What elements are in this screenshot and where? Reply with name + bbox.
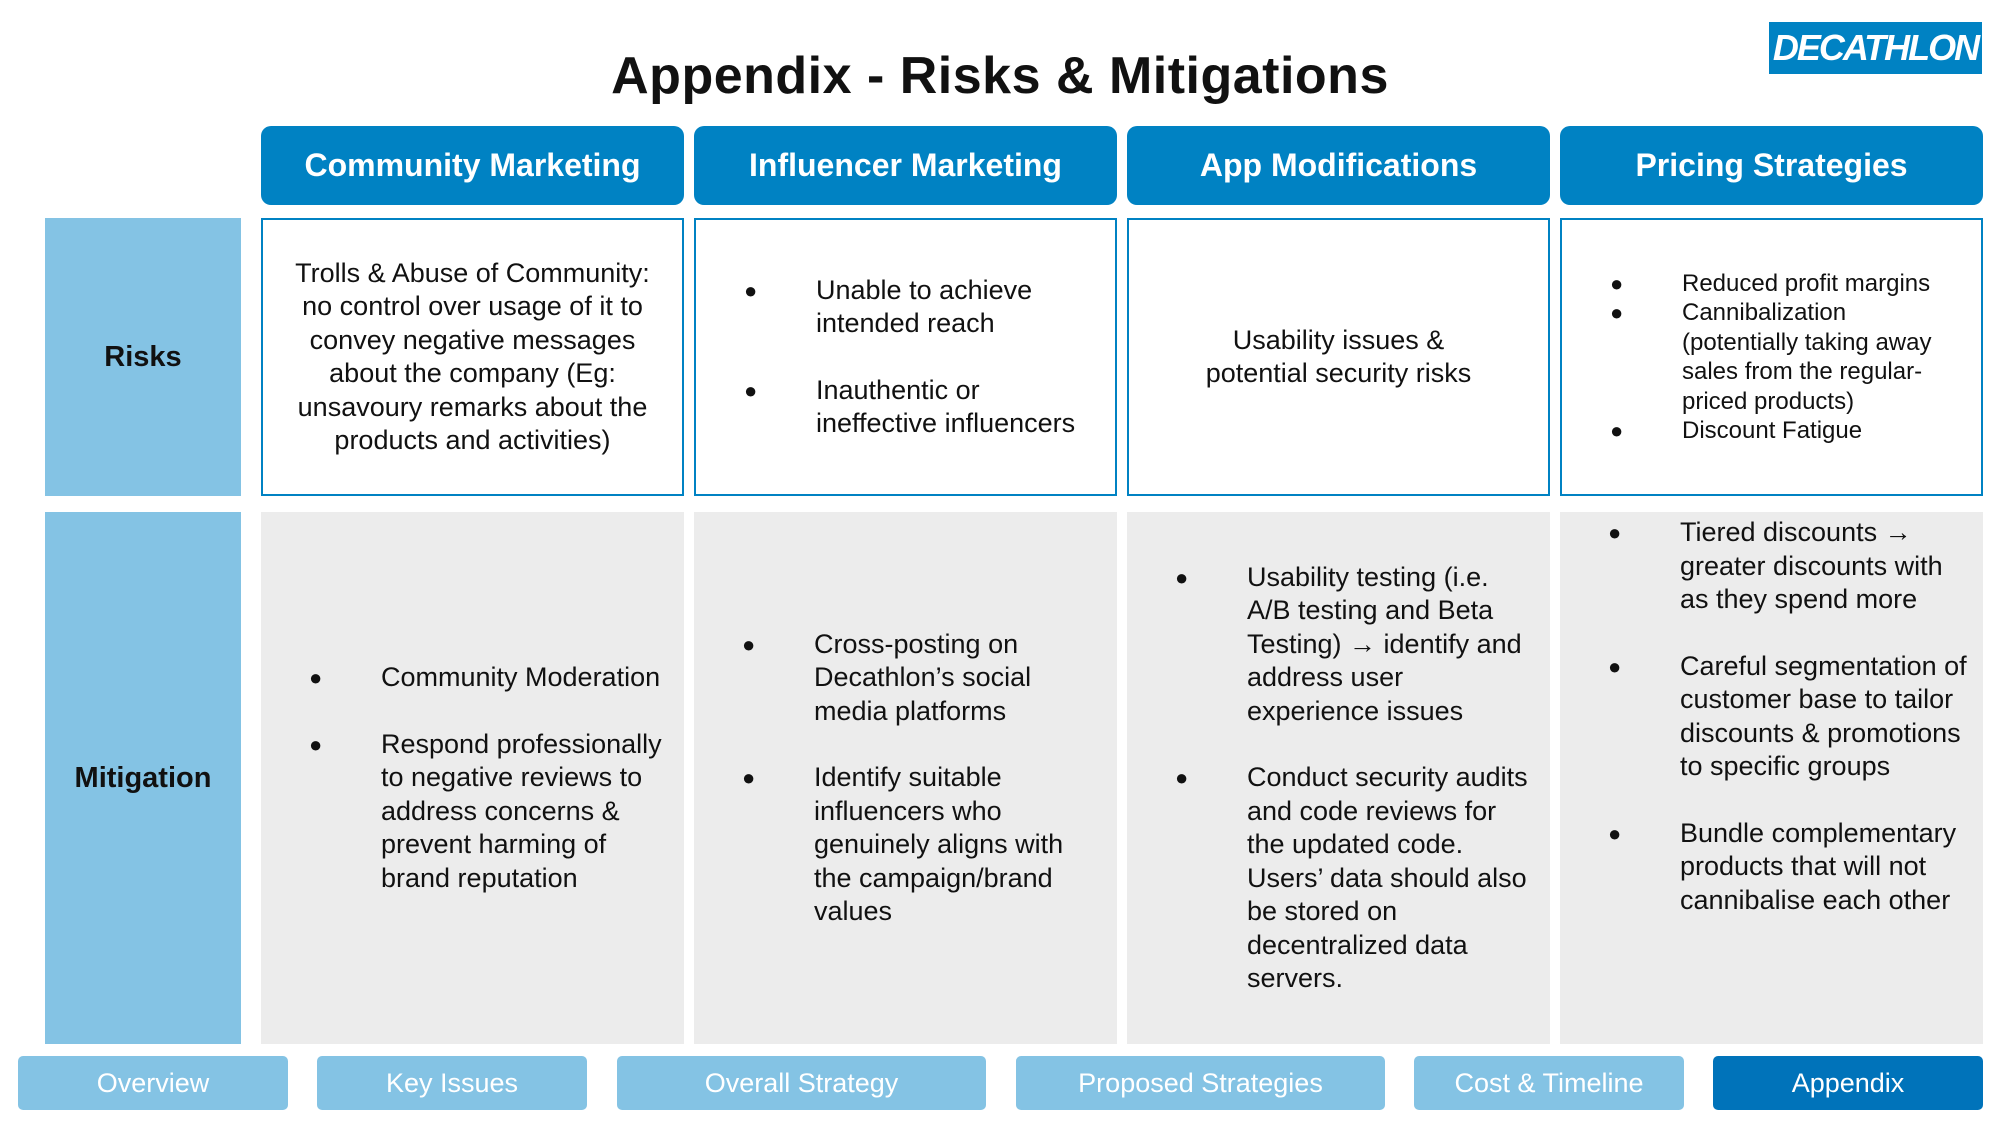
- risk-cell-influencer: ●Unable to achieve intended reach ●Inaut…: [694, 218, 1117, 496]
- row-label-risks: Risks: [45, 218, 241, 496]
- bullet-icon: ●: [742, 765, 756, 790]
- list-item: ●Usability testing (i.e. A/B testing and…: [1175, 561, 1522, 726]
- list-item: ●Cannibalization (potentially taking awa…: [1610, 299, 1932, 415]
- bullet-icon: ●: [1175, 564, 1189, 590]
- decathlon-logo: DECATHLON: [1769, 22, 1982, 74]
- mitigation-cell-pricing: ●Tiered discounts → greater discounts wi…: [1560, 512, 1983, 1044]
- page-title: Appendix - Risks & Mitigations: [611, 47, 1389, 105]
- list-item: ●Conduct security audits and code review…: [1175, 762, 1528, 993]
- nav-overall-strategy[interactable]: Overall Strategy: [617, 1056, 986, 1110]
- list-item: ●Cross-posting on Decathlon’s social med…: [742, 628, 1032, 726]
- risk-list-influencer: ●Unable to achieve intended reach ●Inaut…: [696, 274, 1115, 441]
- nav-overview[interactable]: Overview: [18, 1056, 288, 1110]
- mitigation-cell-influencer: ●Cross-posting on Decathlon’s social med…: [694, 512, 1117, 1044]
- list-item: ●Inauthentic or ineffective influencers: [744, 374, 1076, 439]
- list-item: ●Respond professionally to negative revi…: [309, 728, 662, 893]
- list-item: ●Tiered discounts → greater discounts wi…: [1608, 517, 1943, 614]
- bullet-icon: ●: [1608, 520, 1622, 545]
- column-header-community-marketing: Community Marketing: [261, 126, 684, 205]
- bullet-icon: ●: [1608, 653, 1622, 679]
- column-header-influencer-marketing: Influencer Marketing: [694, 126, 1117, 205]
- nav-proposed-strategies[interactable]: Proposed Strategies: [1016, 1056, 1385, 1110]
- list-item: ●Careful segmentation of customer base t…: [1608, 650, 1967, 782]
- risk-text-app: Usability issues & potential security ri…: [1205, 324, 1472, 389]
- risk-text-community: Trolls & Abuse of Community: no control …: [295, 257, 650, 456]
- bullet-icon: ●: [309, 665, 323, 690]
- bullet-icon: ●: [1608, 820, 1622, 846]
- bullet-icon: ●: [742, 631, 756, 657]
- risk-cell-pricing: ●Reduced profit margins ●Cannibalization…: [1560, 218, 1983, 496]
- mitigation-cell-app: ●Usability testing (i.e. A/B testing and…: [1127, 512, 1550, 1044]
- mitigation-list-pricing: ●Tiered discounts → greater discounts wi…: [1560, 516, 1983, 917]
- mitigation-list-influencer: ●Cross-posting on Decathlon’s social med…: [694, 628, 1117, 929]
- bullet-icon: ●: [1610, 418, 1624, 443]
- list-item: ●Identify suitable influencers who genui…: [742, 762, 1064, 926]
- column-header-pricing-strategies: Pricing Strategies: [1560, 126, 1983, 205]
- bullet-icon: ●: [1175, 765, 1189, 790]
- bullet-icon: ●: [744, 277, 758, 303]
- bullet-icon: ●: [309, 731, 323, 757]
- risk-list-pricing: ●Reduced profit margins ●Cannibalization…: [1562, 269, 1981, 446]
- list-item: ●Community Moderation: [261, 661, 684, 695]
- list-item: ●Unable to achieve intended reach: [744, 274, 1033, 339]
- nav-appendix[interactable]: Appendix: [1713, 1056, 1983, 1110]
- mitigation-list-app: ●Usability testing (i.e. A/B testing and…: [1127, 561, 1550, 996]
- mitigation-list-community: ●Community Moderation ●Respond professio…: [261, 661, 684, 895]
- list-item: ●Discount Fatigue: [1610, 417, 1863, 444]
- list-item: ●Bundle complementary products that will…: [1608, 817, 1957, 915]
- bullet-icon: ●: [744, 377, 758, 403]
- mitigation-cell-community: ●Community Moderation ●Respond professio…: [261, 512, 684, 1044]
- nav-cost-timeline[interactable]: Cost & Timeline: [1414, 1056, 1684, 1110]
- list-item: ●Reduced profit margins: [1610, 269, 1931, 297]
- risk-cell-app: Usability issues & potential security ri…: [1127, 218, 1550, 496]
- bullet-icon: ●: [1610, 270, 1624, 296]
- bullet-icon: ●: [1610, 300, 1624, 325]
- nav-key-issues[interactable]: Key Issues: [317, 1056, 587, 1110]
- column-header-app-modifications: App Modifications: [1127, 126, 1550, 205]
- row-label-mitigation: Mitigation: [45, 512, 241, 1044]
- risk-cell-community: Trolls & Abuse of Community: no control …: [261, 218, 684, 496]
